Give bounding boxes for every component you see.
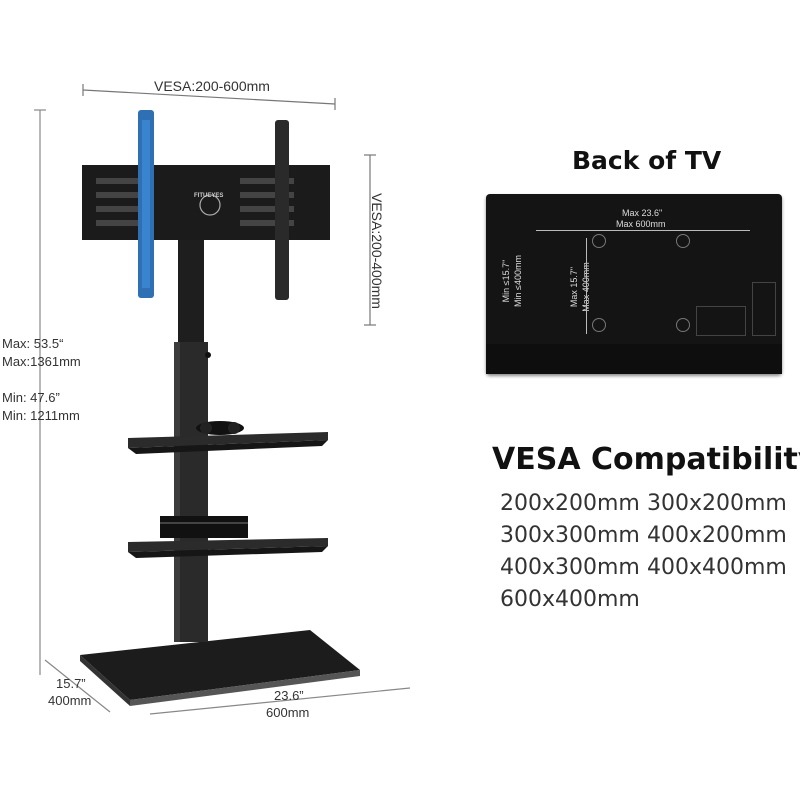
tv-max-width-mm-label: Max 600mm (616, 219, 666, 229)
vesa-size-item: 400x200mm (647, 523, 787, 548)
vesa-width-label: VESA:200-600mm (154, 78, 270, 94)
depth-in-label: 15.7” (56, 676, 86, 691)
width-dimension-line (149, 687, 411, 715)
vesa-hole (676, 318, 690, 332)
vesa-size-item: 300x300mm (500, 523, 640, 548)
vesa-width-dimension-line (82, 84, 336, 110)
tv-width-measure-line (536, 230, 750, 231)
height-dimension-line (34, 109, 46, 675)
vesa-height-dimension-line (364, 154, 376, 326)
width-in-label: 23.6” (274, 688, 304, 703)
vesa-hole (592, 234, 606, 248)
vesa-size-row: 200x200mm 300x200mm (500, 491, 800, 523)
depth-dimension-line (44, 659, 111, 713)
stand-diagram: VESA:200-600mm VESA:200-400mm Max: 53.5“… (2, 78, 411, 720)
tv-height-measure-line (586, 238, 587, 334)
back-of-tv-title: Back of TV (572, 146, 722, 175)
brand-mark-label: FITUEYES (194, 193, 224, 199)
vesa-size-item: 400x400mm (647, 555, 787, 580)
vesa-size-row: 400x300mm 400x400mm (500, 555, 800, 587)
vesa-size-item: 600x400mm (500, 587, 640, 612)
vesa-size-item: 200x200mm (500, 491, 640, 516)
tv-min-height-in-label: Min ≤15.7" (501, 259, 511, 303)
vesa-size-row: 600x400mm (500, 587, 800, 619)
max-height-in-label: Max: 53.5“ (2, 336, 64, 351)
vesa-size-item: 300x200mm (647, 491, 787, 516)
tv-port-panel (696, 306, 746, 336)
tv-max-width-in-label: Max 23.6" (622, 208, 663, 218)
min-height-in-label: Min: 47.6” (2, 390, 60, 405)
depth-mm-label: 400mm (48, 693, 92, 708)
min-height-mm-label: Min: 1211mm (2, 408, 80, 423)
vesa-compatibility-title: VESA Compatibility (492, 442, 800, 477)
tv-bottom-edge (486, 344, 782, 374)
tv-max-height-in-label: Max 15.7" (569, 266, 579, 308)
vesa-hole (592, 318, 606, 332)
tv-min-height-mm-label: Min ≤400mm (513, 255, 523, 307)
vesa-size-item: 400x300mm (500, 555, 640, 580)
max-height-mm-label: Max:1361mm (2, 354, 81, 369)
tv-stand-illustration (80, 110, 360, 706)
vesa-size-row: 300x300mm 400x200mm (500, 523, 800, 555)
vesa-size-list: 200x200mm 300x200mm 300x300mm 400x200mm … (500, 491, 800, 619)
tv-back-panel: Max 23.6" Max 600mm Min ≤15.7" Min ≤400m… (486, 194, 782, 374)
tv-side-ports (752, 282, 776, 336)
vesa-hole (676, 234, 690, 248)
width-mm-label: 600mm (266, 705, 310, 720)
